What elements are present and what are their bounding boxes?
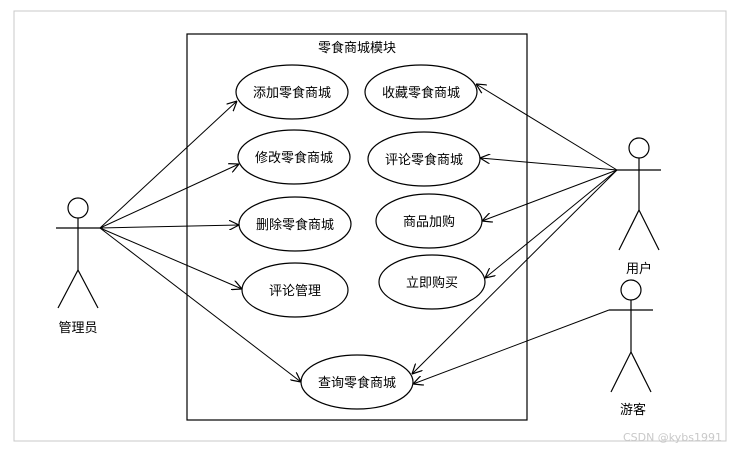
usecase-delete-label: 删除零食商城 <box>256 217 334 233</box>
actor-guest-head <box>620 279 642 301</box>
usecase-review-label: 评论零食商城 <box>385 152 463 168</box>
actor-user-leg-left <box>618 209 640 251</box>
usecase-buy[interactable]: 立即购买 <box>378 254 486 310</box>
usecase-review[interactable]: 评论零食商城 <box>367 131 481 187</box>
link-admin-review-manage <box>99 227 242 289</box>
link-admin-add <box>99 101 237 229</box>
link-guest-query <box>413 309 610 384</box>
usecase-add[interactable]: 添加零食商城 <box>235 64 349 120</box>
link-user-query <box>412 169 618 374</box>
usecase-query-label: 查询零食商城 <box>318 375 396 391</box>
actor-guest-leg-right <box>630 351 652 393</box>
usecase-buy-label: 立即购买 <box>406 275 458 291</box>
admin-associations <box>99 101 301 382</box>
actor-user[interactable] <box>617 137 661 251</box>
usecase-favorite[interactable]: 收藏零食商城 <box>364 64 478 120</box>
outer-border <box>13 10 727 442</box>
user-associations <box>412 84 618 374</box>
system-boundary <box>186 33 528 421</box>
actor-admin-leg-left <box>57 269 79 309</box>
usecase-favorite-label: 收藏零食商城 <box>382 85 460 101</box>
actor-user-head <box>628 137 650 159</box>
actor-admin-label: 管理员 <box>58 321 97 336</box>
usecase-modify-label: 修改零食商城 <box>255 150 333 166</box>
usecase-cart-label: 商品加购 <box>403 214 455 230</box>
link-admin-modify <box>99 164 239 229</box>
usecase-query[interactable]: 查询零食商城 <box>300 354 414 410</box>
actor-admin-head <box>67 197 89 219</box>
usecase-review-manage-label: 评论管理 <box>269 284 321 299</box>
usecase-add-label: 添加零食商城 <box>253 85 331 101</box>
actor-admin[interactable] <box>56 197 100 309</box>
actor-user-leg-right <box>638 209 660 251</box>
link-admin-delete <box>99 225 239 228</box>
link-user-cart <box>482 169 618 221</box>
actor-admin-leg-right <box>77 269 99 309</box>
actor-user-label: 用户 <box>626 261 652 277</box>
actor-guest-leg-left <box>610 351 632 393</box>
usecase-delete[interactable]: 删除零食商城 <box>238 196 352 252</box>
link-user-review <box>480 158 618 171</box>
guest-associations <box>413 309 610 384</box>
watermark-text: CSDN @kybs1991 <box>623 431 722 444</box>
system-title: 零食商城模块 <box>318 40 396 56</box>
link-admin-query <box>99 227 301 382</box>
actor-guest-label: 游客 <box>620 402 646 418</box>
link-user-favorite <box>476 84 618 171</box>
usecase-modify[interactable]: 修改零食商城 <box>237 129 351 185</box>
usecase-review-manage[interactable]: 评论管理 <box>241 262 349 318</box>
usecase-cart[interactable]: 商品加购 <box>375 193 483 249</box>
link-user-buy <box>485 169 618 278</box>
actor-guest[interactable] <box>609 279 653 393</box>
